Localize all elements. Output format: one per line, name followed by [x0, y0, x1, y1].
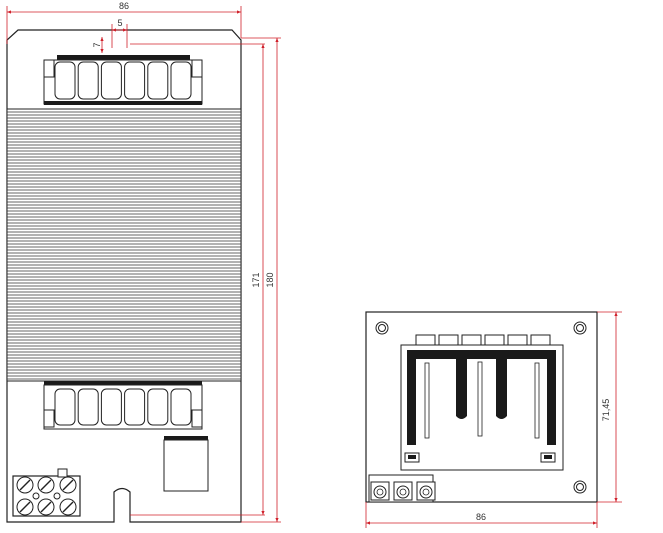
total-height-label: 180 [265, 272, 275, 287]
top-coil-former [43, 55, 203, 105]
side-bobbin [400, 344, 564, 471]
terminal-screw-head [399, 488, 407, 496]
mounting-hole-top-left [375, 321, 389, 335]
front-dimension-labels: 86 5 7 171 180 [92, 1, 275, 288]
mount-height-label: 171 [251, 272, 261, 287]
socket-slot [62, 479, 74, 491]
coil-fin [54, 61, 76, 100]
side-dimensions [365, 311, 622, 528]
coil-fin [54, 388, 76, 426]
terminal-screw-head [422, 488, 430, 496]
coil-fin [170, 61, 192, 100]
side-view [365, 311, 598, 503]
socket-slot [19, 479, 31, 491]
side-width-label: 86 [476, 512, 486, 522]
front-view [6, 29, 242, 523]
coil-fin [147, 61, 169, 100]
side-terminal-block [368, 474, 436, 503]
bottom-coil-former [43, 381, 203, 430]
coil-fin [170, 388, 192, 426]
coil-fin [77, 388, 99, 426]
side-dimension-labels: 71,45 86 [476, 399, 611, 522]
mounting-hole-top-right [573, 321, 587, 335]
socket-slot [40, 479, 52, 491]
socket-slot [19, 501, 31, 513]
coil-fin [124, 388, 146, 426]
pin-offset-label: 7 [92, 42, 102, 47]
connector-pin-hole [32, 492, 40, 500]
pin-pitch-label: 5 [117, 18, 122, 28]
connector-pin-hole [53, 492, 61, 500]
coil-fin [100, 61, 122, 100]
mounting-hole-bottom-right [573, 480, 587, 494]
socket-slot [40, 501, 52, 513]
coil-fin [147, 388, 169, 426]
laminated-core [6, 108, 242, 382]
front-width-label: 86 [119, 1, 129, 11]
label-area [163, 436, 209, 492]
terminal-connector [12, 468, 81, 517]
front-dimensions [6, 6, 281, 523]
coil-fin [100, 388, 122, 426]
terminal-screw-head [376, 488, 384, 496]
coil-fin [124, 61, 146, 100]
coil-fin [77, 61, 99, 100]
socket-slot [62, 501, 74, 513]
side-height-label: 71,45 [601, 399, 611, 422]
